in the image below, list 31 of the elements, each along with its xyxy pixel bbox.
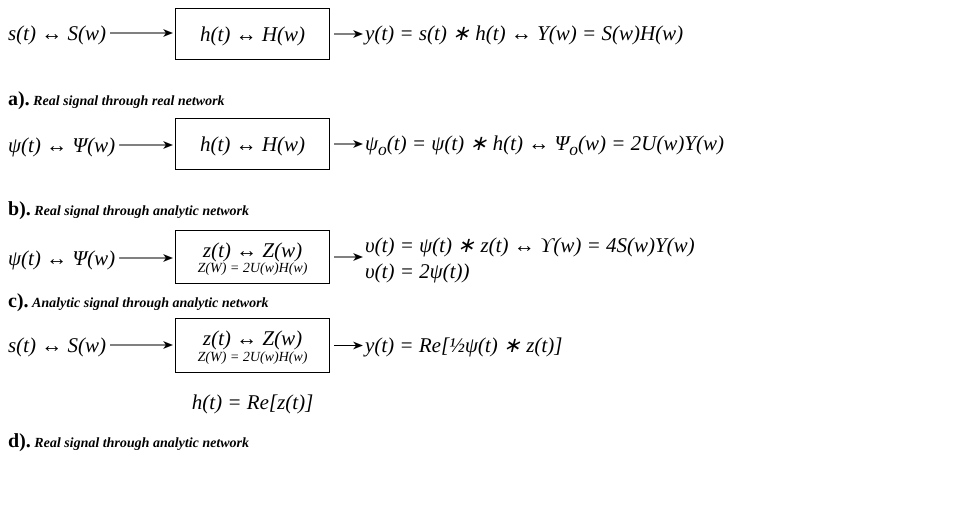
block-formula: Z(W) = 2U(w)H(w): [198, 262, 308, 276]
formula: h(t) = Re[z(t)]: [192, 390, 314, 415]
formula: ψ(t) ↔ Ψ(w): [8, 246, 116, 270]
arrow: [119, 254, 173, 262]
arrow: [334, 342, 363, 350]
caption: c). Analytic signal through analytic network: [8, 290, 269, 313]
block-formula: h(t) ↔ H(w): [200, 132, 305, 156]
formula: y(t) = s(t) ∗ h(t) ↔ Y(w) = S(w)H(w): [365, 20, 684, 46]
block-formula: h(t) ↔ H(w): [200, 22, 305, 46]
block-formula: z(t) ↔ Z(w): [202, 326, 302, 351]
formula: υ(t) = 2ψ(t)): [365, 259, 470, 284]
arrow: [334, 30, 363, 38]
system-box: [175, 118, 330, 170]
formula: s(t) ↔ S(w): [8, 20, 106, 46]
caption: b). Real signal through analytic network: [8, 198, 250, 221]
arrow: [119, 141, 173, 149]
formula: s(t) ↔ S(w): [8, 332, 106, 358]
system-box: [175, 8, 330, 60]
arrow: [110, 29, 173, 37]
formula: y(t) = Re[½ψ(t) ∗ z(t)]: [365, 332, 562, 358]
system-box: [175, 230, 330, 284]
arrow: [334, 253, 363, 261]
block-formula: Z(W) = 2U(w)H(w): [198, 350, 308, 365]
block-formula: z(t) ↔ Z(w): [202, 238, 302, 262]
arrow: [334, 140, 363, 148]
arrow: [110, 341, 173, 349]
formula: ψ(t) ↔ Ψ(w): [8, 132, 116, 158]
caption: a). Real signal through real network: [8, 88, 225, 111]
formula: υ(t) = ψ(t) ∗ z(t) ↔ ϒ(w) = 4S(w)Y(w): [365, 232, 695, 257]
formula: ψ$_{o}$(t) = ψ(t) ∗ h(t) ↔ Ψ$_{o}$(w) = 2U(w)Y(w): [365, 130, 724, 160]
caption: d). Real signal through analytic network: [8, 430, 250, 453]
